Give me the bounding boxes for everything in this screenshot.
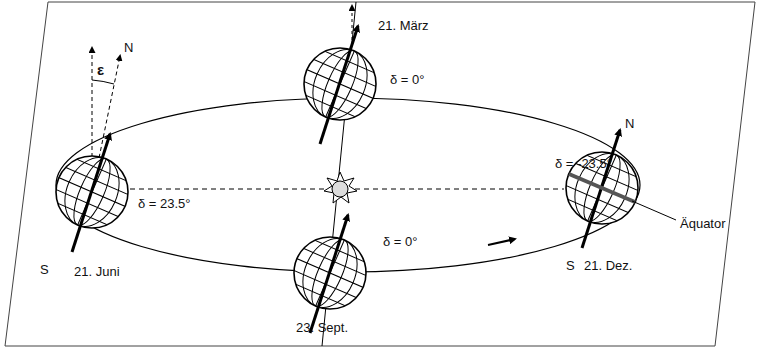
diagram-label: ε [97,62,104,77]
diagram-label: 21. März [378,18,429,33]
diagram-label: Äquator [680,216,726,231]
sun-symbol [324,172,357,203]
earth-axis [320,26,358,144]
tilt-arc [92,80,114,84]
diagram-label: S [40,262,49,277]
diagram-label: δ = 23.5° [138,196,191,211]
diagram-label: N [625,116,634,131]
normal-arrow [352,6,353,40]
diagram-label: 21. Dez. [584,258,632,273]
diagram-label: δ = -23.5° [555,156,612,171]
earth-axis [72,134,110,252]
direction-arrow [488,239,515,245]
diagram-label: δ = 0° [383,234,417,249]
earth-axis [310,215,348,333]
ecliptic-plane [5,2,755,346]
diagram-label: 21. Juni [74,264,120,279]
equator-line [569,174,635,202]
earth-globe [551,139,653,237]
diagram-label: S [566,258,575,273]
diagram-label: δ = 0° [390,72,424,87]
diagram-label: 23. Sept. [296,320,348,335]
leader-line [632,201,676,220]
diagram-label: N [124,40,133,55]
